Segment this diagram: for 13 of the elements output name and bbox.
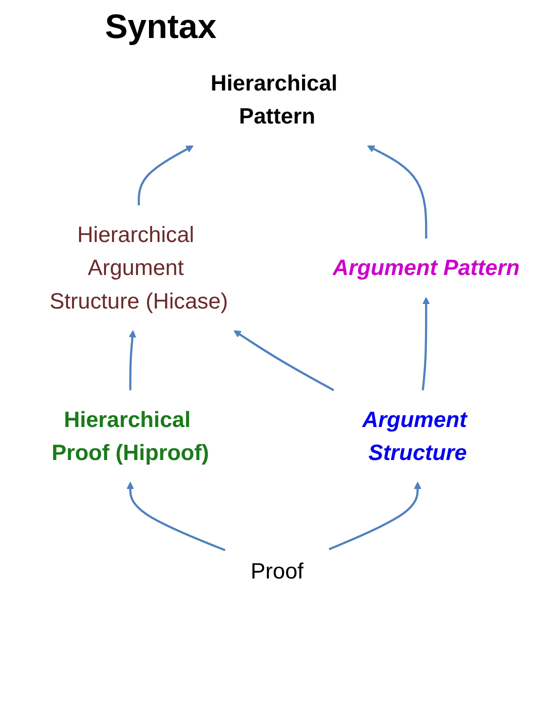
node-text: Hierarchical Proof (Hiproof) bbox=[52, 406, 210, 466]
arrow bbox=[367, 145, 428, 239]
arrow bbox=[422, 297, 430, 390]
arrow bbox=[128, 330, 136, 390]
node-text: Argument Structure bbox=[362, 406, 467, 466]
node-text: Hierarchical Pattern bbox=[210, 70, 338, 129]
node-text: Hierarchical Argument Structure (Hicase) bbox=[50, 222, 228, 314]
node-text: Proof bbox=[250, 558, 304, 584]
arrow bbox=[234, 330, 334, 392]
diagram-title: Syntax bbox=[105, 8, 218, 47]
arrow bbox=[328, 482, 422, 550]
arrow bbox=[138, 145, 194, 206]
arrow bbox=[126, 482, 226, 552]
